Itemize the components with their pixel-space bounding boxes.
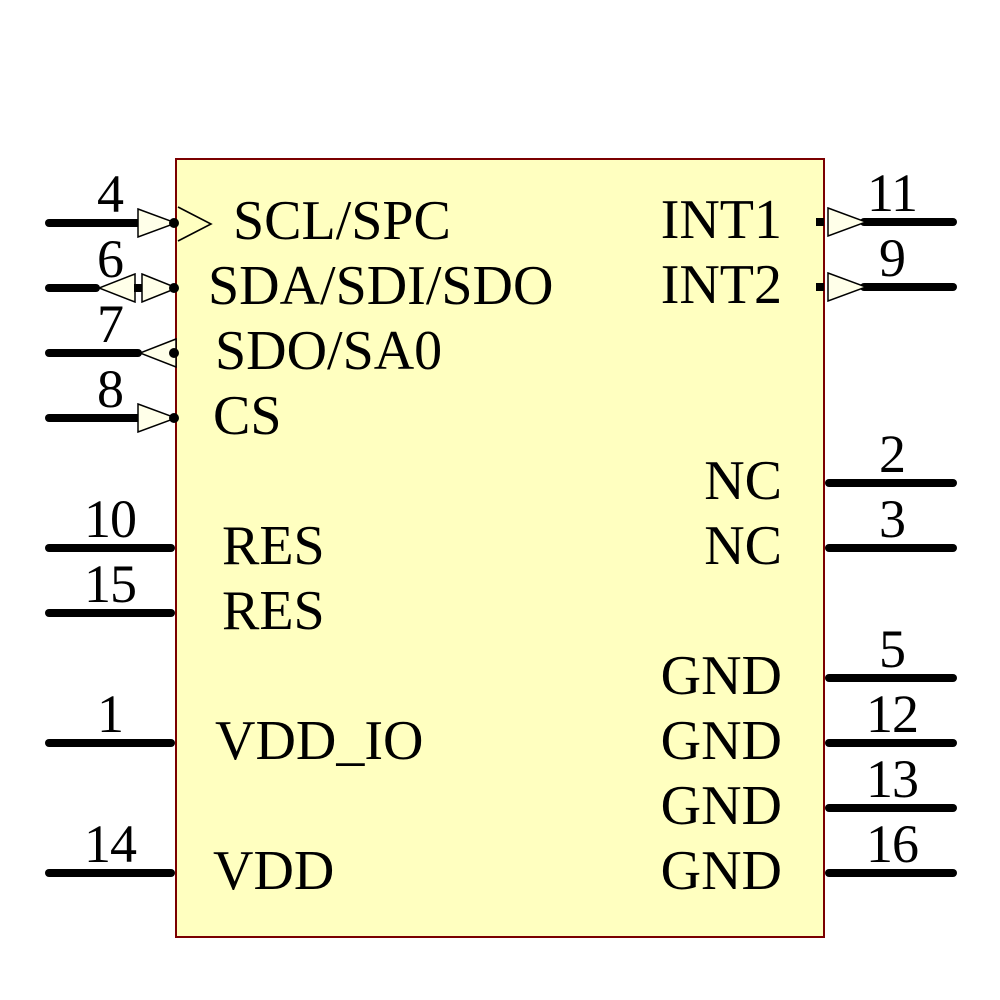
pin-label: GND: [660, 839, 782, 902]
pin-wire: [45, 414, 142, 422]
input-arrow-icon: [137, 208, 178, 238]
pin-label: GND: [660, 709, 782, 772]
pin-wire: [860, 218, 957, 226]
pin-number: 2: [879, 424, 906, 484]
pin-label: VDD: [213, 839, 335, 902]
pin-label: RES: [222, 514, 325, 577]
pin-label: SDO/SA0: [215, 319, 443, 382]
pin-wire: [825, 869, 957, 877]
clock-indicator-icon: [177, 206, 213, 242]
pin-wire: [825, 804, 957, 812]
pin-label: SCL/SPC: [233, 189, 451, 252]
bidirectional-arrow-icon: [141, 273, 179, 303]
pin-endpoint-dot: [816, 283, 824, 291]
pin-number: 7: [97, 294, 124, 354]
arrow-connector: [134, 284, 142, 292]
pin-number: 12: [866, 684, 919, 744]
pin-endpoint-dot: [169, 348, 179, 358]
pin-label: SDA/SDI/SDO: [208, 254, 554, 317]
pin-wire: [45, 869, 175, 877]
pin-number: 13: [866, 749, 919, 809]
pin-endpoint-dot: [169, 283, 179, 293]
pin-endpoint-dot: [816, 218, 824, 226]
pin-wire: [45, 544, 175, 552]
pin-label: RES: [222, 579, 325, 642]
output-arrow-icon: [827, 272, 868, 302]
pin-wire: [45, 349, 142, 357]
pin-wire: [45, 739, 175, 747]
pin-number: 8: [97, 359, 124, 419]
pin-number: 3: [879, 489, 906, 549]
pin-number: 16: [866, 814, 919, 874]
pin-wire: [825, 674, 957, 682]
pin-number: 4: [97, 164, 124, 224]
pin-label: GND: [660, 644, 782, 707]
pin-wire: [45, 219, 142, 227]
pin-label: INT2: [660, 253, 782, 316]
pin-wire: [860, 283, 957, 291]
pin-number: 1: [97, 684, 124, 744]
pin-wire: [45, 284, 100, 292]
pin-number: 9: [879, 228, 906, 288]
pin-number: 10: [84, 489, 137, 549]
ic-body[interactable]: [175, 158, 825, 938]
pin-label: GND: [660, 774, 782, 837]
pin-endpoint-dot: [169, 218, 179, 228]
pin-number: 6: [97, 229, 124, 289]
pin-wire: [825, 739, 957, 747]
pin-label: VDD_IO: [215, 709, 424, 772]
pin-wire: [825, 544, 957, 552]
pin-number: 5: [879, 619, 906, 679]
output-arrow-icon: [827, 207, 868, 237]
pin-label: INT1: [660, 188, 782, 251]
input-arrow-icon: [137, 403, 178, 433]
pin-endpoint-dot: [169, 413, 179, 423]
pin-number: 14: [84, 814, 137, 874]
pin-wire: [825, 479, 957, 487]
pin-number: 15: [84, 554, 137, 614]
pin-wire: [45, 609, 175, 617]
pin-label: CS: [213, 384, 282, 447]
pin-label: NC: [704, 449, 782, 512]
pin-label: NC: [704, 514, 782, 577]
pin-number: 11: [867, 163, 918, 223]
